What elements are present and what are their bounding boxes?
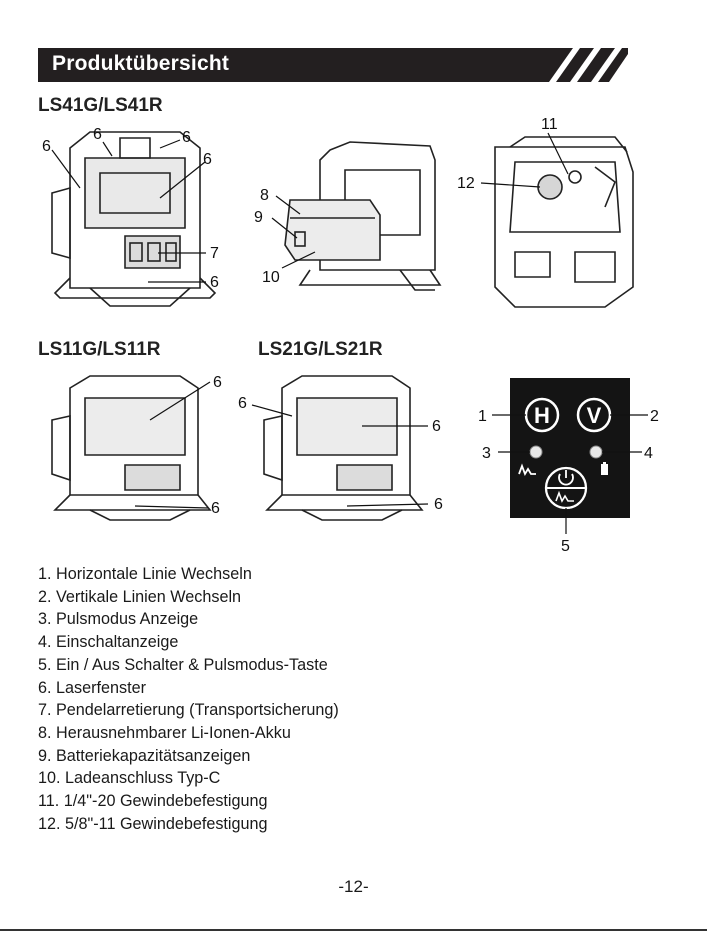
power-led xyxy=(589,445,603,459)
callout-5: 5 xyxy=(561,538,570,555)
ls41-front-illustration: 6 6 6 6 7 6 xyxy=(42,126,219,307)
model-label-ls41: LS41G/LS41R xyxy=(38,95,163,116)
callout-9: 9 xyxy=(254,209,263,226)
callout-6e: 6 xyxy=(210,274,219,291)
callout-1: 1 xyxy=(478,408,487,425)
callout-6h: 6 xyxy=(238,395,247,412)
callout-6c: 6 xyxy=(182,129,191,146)
parts-list-item: 11. 1/4"-20 Gewindebefestigung xyxy=(38,792,268,811)
callout-10: 10 xyxy=(262,269,280,286)
callout-6i: 6 xyxy=(432,418,441,435)
callout-6d: 6 xyxy=(203,151,212,168)
power-icon xyxy=(558,473,574,486)
model-label-ls21: LS21G/LS21R xyxy=(258,339,383,360)
parts-list-item: 1. Horizontale Linie Wechseln xyxy=(38,565,252,583)
section-header: Produktübersicht xyxy=(38,48,628,82)
parts-list-item: 2. Vertikale Linien Wechseln xyxy=(38,587,242,606)
parts-list-item: 4. Einschaltanzeige xyxy=(38,633,179,652)
callout-2: 2 xyxy=(650,408,659,425)
h-button-label: H xyxy=(534,403,550,428)
callout-6b: 6 xyxy=(93,126,102,143)
ls11-illustration: 6 6 xyxy=(51,374,222,521)
callout-3: 3 xyxy=(482,445,491,462)
parts-list-item: 9. Batteriekapazitätsanzeigen xyxy=(38,746,251,765)
callout-4: 4 xyxy=(644,445,653,462)
parts-list-item: 12. 5/8"-11 Gewindebefestigung xyxy=(38,814,268,833)
parts-list-item: 7. Pendelarretierung (Transportsicherung… xyxy=(38,701,339,720)
model-label-ls11: LS11G/LS11R xyxy=(38,339,161,360)
ls41-side-illustration: 8 9 10 xyxy=(254,141,442,291)
ls21-illustration: 6 6 6 xyxy=(238,375,443,521)
parts-list-item: 6. Laserfenster xyxy=(38,678,146,697)
v-button-label: V xyxy=(587,403,602,428)
callout-6a: 6 xyxy=(42,138,51,155)
callout-6f: 6 xyxy=(213,374,222,391)
parts-list-item: 10. Ladeanschluss Typ-C xyxy=(38,769,221,788)
parts-list-item: 8. Herausnehmbarer Li-Ionen-Akku xyxy=(38,723,291,742)
callout-6j: 6 xyxy=(434,496,443,513)
callout-12: 12 xyxy=(457,175,475,192)
section-title: Produktübersicht xyxy=(52,52,230,75)
page-number: -12- xyxy=(338,877,369,896)
pulse-icon-small xyxy=(555,490,574,503)
ls41-bottom-illustration: 11 12 xyxy=(457,116,634,308)
parts-list-item: 3. Pulsmodus Anzeige xyxy=(38,610,199,629)
pulse-led xyxy=(529,445,543,459)
footer-divider xyxy=(0,929,707,931)
pulse-icon xyxy=(518,463,536,477)
callout-8: 8 xyxy=(260,187,269,204)
callout-11: 11 xyxy=(541,116,558,133)
callout-7: 7 xyxy=(210,245,219,262)
callout-6g: 6 xyxy=(211,500,220,517)
parts-list-item: 5. Ein / Aus Schalter & Pulsmodus-Taste xyxy=(38,655,328,674)
parts-list: 1. Horizontale Linie Wechseln 2. Vertika… xyxy=(38,563,339,835)
control-panel-illustration: H V 1 2 3 4 5 xyxy=(478,378,659,555)
battery-icon xyxy=(601,462,608,475)
header-bar-graphic xyxy=(38,48,628,82)
